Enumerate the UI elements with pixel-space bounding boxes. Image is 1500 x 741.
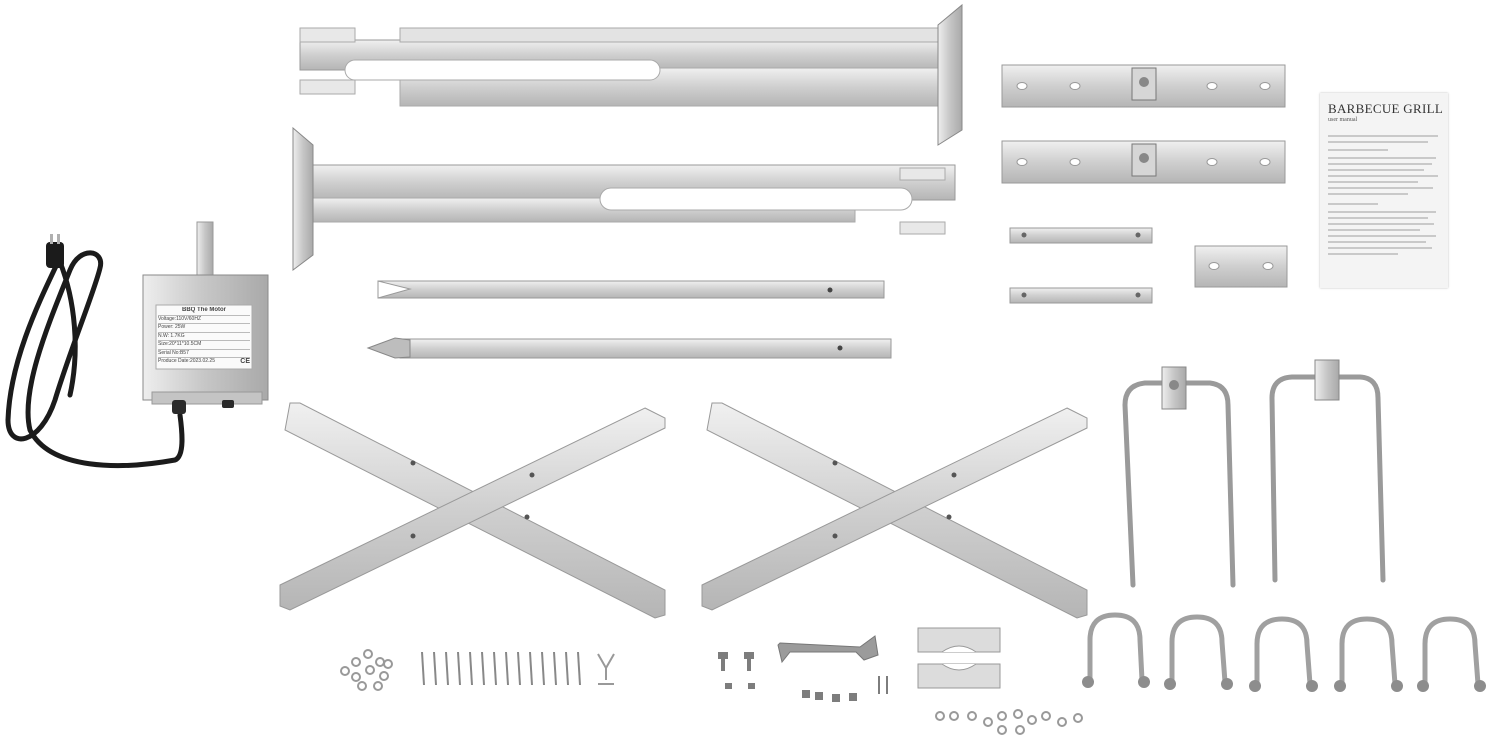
wall-bracket-top xyxy=(299,3,963,146)
manual-text-line xyxy=(1328,169,1424,171)
mounting-plate-2 xyxy=(1001,140,1286,184)
manual-text-line xyxy=(1328,241,1426,243)
manual-text-line xyxy=(1328,211,1436,213)
spit-rod-short xyxy=(377,280,885,299)
user-manual: BARBECUE GRILL user manual xyxy=(1320,93,1448,288)
manual-text-line xyxy=(1328,163,1432,165)
wing-nut-single xyxy=(597,653,615,685)
power-plug xyxy=(46,234,64,268)
motor-label-size: Size:20*11*10.5CM xyxy=(158,341,250,350)
meat-fork-left-clamp xyxy=(1161,366,1187,410)
x-spit-holder-right xyxy=(701,402,1088,619)
motor-label-title: BBQ The Motor xyxy=(158,307,250,316)
motor-label-power: Power: 25W xyxy=(158,324,250,333)
wall-bracket-bottom xyxy=(292,126,956,271)
wrench xyxy=(777,635,879,664)
manual-text-line xyxy=(1328,247,1432,249)
manual-text-line xyxy=(1328,175,1438,177)
manual-text-line xyxy=(1328,253,1398,255)
u-bolts xyxy=(1087,612,1481,687)
manual-text-line xyxy=(1328,149,1388,151)
manual-text-line xyxy=(1328,235,1436,237)
meat-fork-left xyxy=(1122,380,1236,588)
motor-label-serial: Serial No:B57 xyxy=(158,350,250,358)
wing-nuts xyxy=(1082,676,1486,692)
motor-label-produce-date-text: Produce Date:2023.02.25 xyxy=(158,358,215,364)
manual-text-line xyxy=(1328,157,1436,159)
motor-label-produce-date: Produce Date:2023.02.25 CE xyxy=(158,358,250,366)
power-cord xyxy=(5,250,185,469)
bolts-and-nuts-middle xyxy=(718,652,888,702)
manual-text-line xyxy=(1328,181,1418,183)
washers-group-left xyxy=(340,649,393,691)
manual-text-line xyxy=(1328,135,1438,137)
spit-rod-pointed xyxy=(366,337,892,359)
manual-text-line xyxy=(1328,229,1420,231)
mounting-plate-1 xyxy=(1001,64,1286,108)
screws-row xyxy=(421,651,581,686)
motor-box xyxy=(142,221,269,414)
motor-label-weight: N.W: 1.7KG xyxy=(158,333,250,341)
manual-text-line xyxy=(1328,187,1433,189)
x-spit-holder-left xyxy=(279,402,666,619)
small-strap-2 xyxy=(1009,287,1153,304)
ce-mark: CE xyxy=(240,358,250,365)
manual-text-line xyxy=(1328,203,1378,205)
manual-text-line xyxy=(1328,141,1428,143)
meat-fork-right xyxy=(1269,374,1386,583)
washers-group-bottom xyxy=(935,709,1083,735)
manual-text-line xyxy=(1328,223,1434,225)
manual-text-line xyxy=(1328,193,1408,195)
motor-label: BBQ The Motor Voltage:110V/60HZ Power: 2… xyxy=(158,307,250,367)
spacer-blocks xyxy=(917,627,1001,689)
meat-fork-right-clamp xyxy=(1314,359,1340,401)
small-plate xyxy=(1194,245,1288,288)
manual-text-line xyxy=(1328,217,1428,219)
manual-title: BARBECUE GRILL xyxy=(1328,101,1444,116)
small-strap-1 xyxy=(1009,227,1153,244)
motor-label-voltage: Voltage:110V/60HZ xyxy=(158,316,250,324)
manual-subtitle: user manual xyxy=(1328,117,1358,123)
